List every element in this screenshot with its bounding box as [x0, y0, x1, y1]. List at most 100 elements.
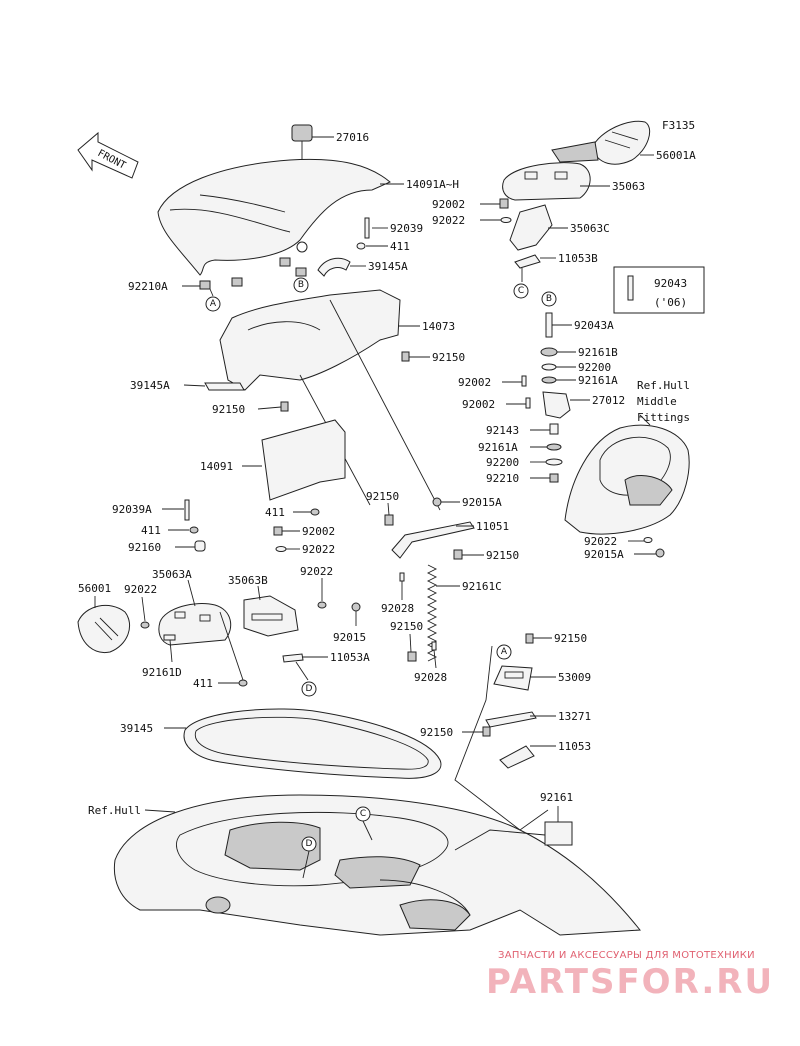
washer-411-b — [293, 508, 320, 516]
bracket-11053 — [499, 745, 556, 769]
label-92043: 92043 — [654, 277, 687, 290]
label-14091: 14091 — [200, 460, 233, 473]
bolt-92002-left — [273, 526, 300, 552]
label-11053: 11053 — [558, 740, 591, 753]
housing-35063 — [502, 162, 610, 201]
bracket-11053B — [514, 254, 556, 282]
bolt-92039A — [162, 499, 206, 552]
bracket-35063B — [243, 585, 299, 637]
callout-A-left: A — [205, 296, 221, 312]
label-92002-d: 92002 — [462, 398, 495, 411]
label-39145A-strip: 39145A — [130, 379, 170, 392]
bracket-11053A — [282, 653, 328, 681]
callout-B-right: B — [541, 291, 557, 307]
callout-C-right: C — [513, 283, 529, 299]
callout-A-right: A — [496, 644, 512, 660]
seat-base-14073 — [219, 289, 420, 391]
seat-cover — [157, 158, 404, 276]
label-92039A: 92039A — [112, 503, 152, 516]
label-39145A-top: 39145A — [368, 260, 408, 273]
nut-92015 — [351, 602, 361, 626]
label-11053B: 11053B — [558, 252, 598, 265]
bolt-92150-f — [525, 633, 552, 644]
label-56001: 56001 — [78, 582, 111, 595]
bolt-92150-e — [407, 633, 417, 662]
label-92161A-a: 92161A — [578, 374, 618, 387]
callout-D-hull: D — [301, 836, 317, 879]
svg-text:B: B — [298, 280, 304, 290]
washer-411-d — [218, 611, 248, 687]
label-39145: 39145 — [120, 722, 153, 735]
bolts-92002-lower-right — [502, 375, 531, 409]
label-92161D: 92161D — [142, 666, 182, 679]
label-92022-e: 92022 — [584, 535, 617, 548]
svg-text:C: C — [360, 809, 366, 819]
bolt-92002-right — [480, 198, 512, 223]
label-411-b: 411 — [265, 506, 285, 519]
sticker-92161 — [454, 806, 573, 851]
label-35063A: 35063A — [152, 568, 192, 581]
label-06: ('06) — [654, 296, 687, 309]
label-92150-g: 92150 — [420, 726, 453, 739]
front-arrow-icon: FRONT — [77, 131, 139, 179]
label-ref-hull: Ref.Hull — [88, 804, 141, 817]
label-92150-a: 92150 — [432, 351, 465, 364]
bolt-92039 — [356, 217, 388, 250]
lower-stack-right — [530, 423, 563, 483]
latch-53009 — [493, 665, 556, 691]
svg-text:A: A — [210, 299, 217, 309]
label-411-d: 411 — [193, 677, 213, 690]
label-92002-right: 92002 — [432, 198, 465, 211]
label-ref-hull-mid-2: Middle — [637, 395, 677, 408]
label-92150-f: 92150 — [554, 632, 587, 645]
label-92015A-1: 92015A — [462, 496, 502, 509]
label-92150-d: 92150 — [486, 549, 519, 562]
label-92028-a: 92028 — [381, 602, 414, 615]
stud-92043A — [545, 312, 572, 338]
watermark-brand: PARTSFOR.RU — [486, 962, 775, 1002]
label-92161B: 92161B — [578, 346, 618, 359]
svg-text:B: B — [546, 294, 552, 304]
label-92022-right-a: 92022 — [432, 214, 465, 227]
svg-text:D: D — [306, 839, 313, 849]
callout-C-hull: C — [355, 806, 373, 841]
svg-text:A: A — [501, 647, 508, 657]
label-411-c: 411 — [141, 524, 161, 537]
bolt-92150-a — [401, 351, 430, 362]
panel-14091 — [242, 419, 346, 501]
label-27012: 27012 — [592, 394, 625, 407]
label-92150-e: 92150 — [390, 620, 423, 633]
label-92022-center: 92022 — [300, 565, 333, 578]
seal-39145A-top — [317, 257, 366, 277]
label-92043A: 92043A — [574, 319, 614, 332]
leader-line-seat-2 — [329, 299, 441, 511]
label-27016: 27016 — [336, 131, 369, 144]
svg-text:C: C — [518, 286, 524, 296]
label-92210: 92210 — [486, 472, 519, 485]
label-92200-a: 92200 — [578, 361, 611, 374]
figure-code: F3135 — [662, 119, 695, 132]
label-92150-b: 92150 — [212, 403, 245, 416]
label-13271: 13271 — [558, 710, 591, 723]
mirror-56001 — [77, 596, 130, 654]
spring-92161C — [426, 564, 460, 662]
gasket-39145 — [164, 708, 442, 779]
label-92161A-b: 92161A — [478, 441, 518, 454]
label-92210A: 92210A — [128, 280, 168, 293]
bolt-92150-g — [462, 726, 491, 737]
washer-92022-center — [317, 578, 327, 609]
label-92161C: 92161C — [462, 580, 502, 593]
mirror-56001A — [551, 120, 654, 165]
svg-text:D: D — [306, 684, 313, 694]
bracket-27012 — [542, 391, 590, 419]
label-92039: 92039 — [390, 222, 423, 235]
label-92028-b: 92028 — [414, 671, 447, 684]
label-92160: 92160 — [128, 541, 161, 554]
leader-box — [454, 645, 549, 831]
label-92200-b: 92200 — [486, 456, 519, 469]
watermark-text: ЗАПЧАСТИ И АКСЕССУАРЫ ДЛЯ МОТОТЕХНИКИ — [498, 950, 755, 961]
label-56001A: 56001A — [656, 149, 696, 162]
callout-B-left: B — [279, 241, 309, 293]
hull-ref — [113, 794, 641, 936]
label-92002-left: 92002 — [302, 525, 335, 538]
